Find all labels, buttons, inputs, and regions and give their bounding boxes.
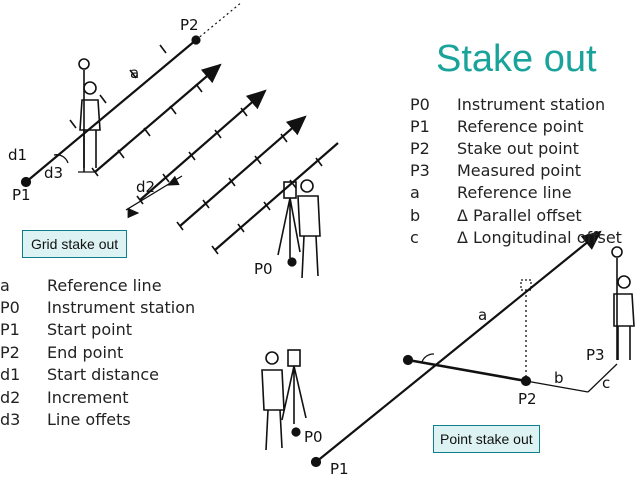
legend-row: b Δ Parallel offset xyxy=(410,204,622,226)
point-parallel-offset xyxy=(525,380,589,393)
point-label-a: a xyxy=(478,306,487,324)
legend-key: d3 xyxy=(0,410,21,430)
grid-instrument-surveyor xyxy=(277,179,321,279)
legend-key: P2 xyxy=(0,342,20,362)
grid-label-d1: d1 xyxy=(8,146,27,164)
legend-key: a xyxy=(410,183,420,203)
legend-row: P0 Instrument station xyxy=(0,296,195,318)
legend-row: d2 Increment xyxy=(0,386,195,408)
point-longitudinal-offset xyxy=(587,363,618,393)
legend-row: P0 Instrument station xyxy=(410,93,622,115)
legend-value: Start point xyxy=(47,320,132,340)
grid-line-3 xyxy=(179,115,307,227)
grid-reference-extension xyxy=(195,1,243,41)
grid-reference-line xyxy=(25,39,197,183)
legend-value: Reference line xyxy=(47,275,162,295)
grid-line-2 xyxy=(139,89,267,201)
legend-value: Δ Parallel offset xyxy=(457,205,582,225)
legend-value: Δ Longitudinal offset xyxy=(457,227,622,247)
legend-key: P3 xyxy=(410,161,430,181)
grid-label-d2: d2 xyxy=(136,178,155,196)
grid-label-p1: P1 xyxy=(12,186,31,204)
point-ghost-prism xyxy=(520,279,532,291)
legend-row: P1 Reference point xyxy=(410,115,622,137)
legend-row: P2 End point xyxy=(0,341,195,363)
point-reference-line xyxy=(315,230,602,463)
grid-ticks xyxy=(69,44,323,255)
point-p2-dot xyxy=(520,375,532,387)
legend-row: P2 Stake out point xyxy=(410,137,622,159)
legend-row: d3 Line offets xyxy=(0,408,195,430)
grid-label-p2: P2 xyxy=(180,16,199,34)
legend-value: Increment xyxy=(47,387,129,407)
legend-value: Line offets xyxy=(47,410,131,430)
legend-row: a Reference line xyxy=(0,274,195,296)
legend-value: Instrument station xyxy=(457,94,606,114)
point-label-p1: P1 xyxy=(330,460,349,478)
point-perpendicular xyxy=(407,358,527,383)
legend-value: Stake out point xyxy=(457,138,579,158)
point-instrument-surveyor xyxy=(261,349,307,451)
legend-row: d1 Start distance xyxy=(0,364,195,386)
legend-key: P1 xyxy=(410,116,430,136)
grid-label-d3: d3 xyxy=(44,164,63,182)
legend-value: End point xyxy=(47,342,124,362)
point-prism-surveyor xyxy=(611,246,635,360)
point-label-b: b xyxy=(554,369,564,387)
legend-key: P0 xyxy=(0,298,20,318)
point-stake-out-badge: Point stake out xyxy=(433,425,540,453)
legend-value: Instrument station xyxy=(47,298,196,318)
point-legend: P0 Instrument station P1 Reference point P… xyxy=(410,93,622,248)
legend-row: c Δ Longitudinal offset xyxy=(410,226,622,248)
grid-prism-surveyor xyxy=(78,58,101,172)
point-label-p3: P3 xyxy=(586,346,605,364)
point-p0-dot xyxy=(291,427,301,437)
grid-d2-dimension xyxy=(125,175,183,219)
grid-stake-out-badge: Grid stake out xyxy=(22,230,128,258)
legend-row: P3 Measured point xyxy=(410,160,622,182)
point-label-p2: P2 xyxy=(518,390,537,408)
grid-line-1 xyxy=(94,63,222,173)
legend-key: c xyxy=(410,227,419,247)
page-title: Stake out xyxy=(436,38,597,80)
legend-value: Reference point xyxy=(457,116,584,136)
legend-key: P1 xyxy=(0,320,20,340)
grid-label-a: a xyxy=(130,64,139,82)
legend-key: d1 xyxy=(0,365,21,385)
grid-p2-point xyxy=(191,35,201,45)
legend-row: P1 Start point xyxy=(0,319,195,341)
legend-value: Measured point xyxy=(457,161,582,181)
grid-p0-point xyxy=(287,257,297,267)
legend-row: a Reference line xyxy=(410,182,622,204)
grid-stake-out-figure xyxy=(20,1,339,279)
legend-key: a xyxy=(0,275,10,295)
point-intersection-dot xyxy=(402,354,414,366)
legend-key: d2 xyxy=(0,387,21,407)
grid-label-p0: P0 xyxy=(254,260,273,278)
point-label-c: c xyxy=(602,374,610,392)
grid-d1-arc xyxy=(53,154,69,164)
point-p1-dot xyxy=(310,456,322,468)
legend-value: Reference line xyxy=(457,183,572,203)
legend-key: P0 xyxy=(410,94,430,114)
point-stake-out-figure xyxy=(261,230,635,468)
legend-key: P2 xyxy=(410,138,430,158)
point-right-angle-arc xyxy=(421,353,435,363)
point-label-p0: P0 xyxy=(304,428,323,446)
grid-p1-point xyxy=(20,176,32,188)
legend-value: Start distance xyxy=(47,365,159,385)
legend-key: b xyxy=(410,205,421,225)
